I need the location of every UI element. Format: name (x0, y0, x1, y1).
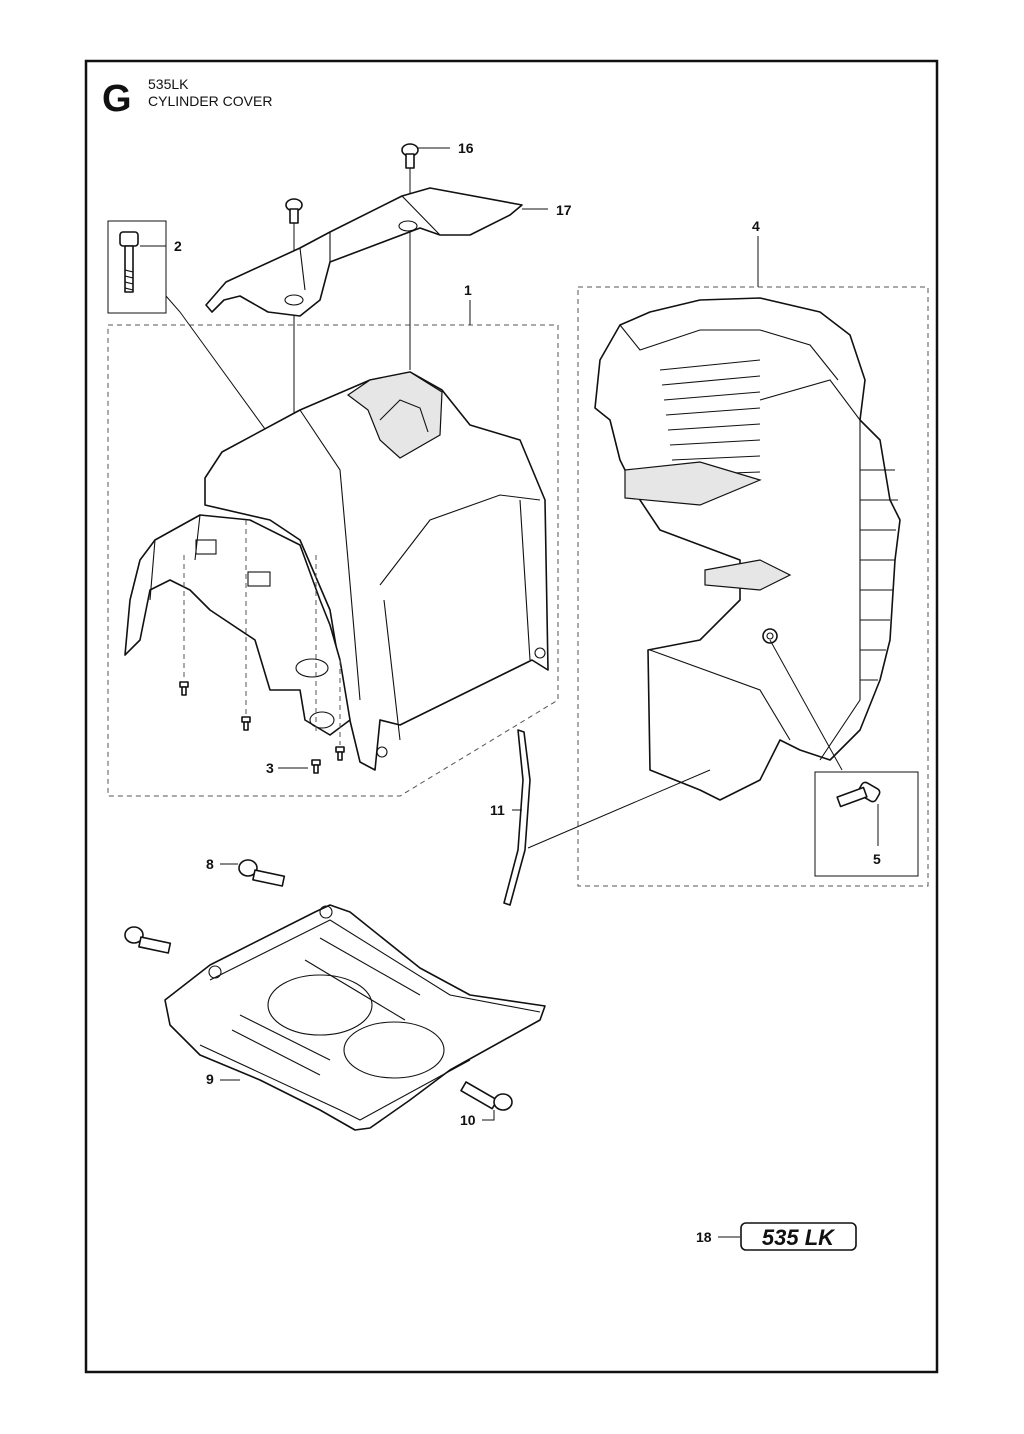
callout-1: 1 (464, 282, 472, 298)
screw-10 (460, 1081, 513, 1111)
callout-16: 16 (458, 140, 474, 156)
seal-strip-11 (503, 729, 531, 906)
leader-5-target (769, 639, 843, 771)
screw-5 (836, 781, 881, 808)
group-box-4 (577, 286, 929, 887)
callout-2: 2 (174, 238, 182, 254)
section-letter: G (102, 78, 132, 120)
diagram-title: CYLINDER COVER (148, 93, 272, 109)
item-5-box (814, 771, 919, 877)
leader-10 (482, 1110, 495, 1121)
screw-8 (238, 859, 286, 887)
decal-text: 535 LK (762, 1225, 836, 1250)
item-2-box (107, 220, 167, 314)
callout-8: 8 (206, 856, 214, 872)
cylinder-housing-4 (594, 297, 901, 801)
callout-18: 18 (696, 1229, 712, 1245)
callout-11: 11 (490, 802, 505, 818)
skid-plate-9 (164, 904, 546, 1131)
leader-11-target (527, 769, 711, 849)
model-name: 535LK (148, 76, 189, 92)
decal-badge (740, 1222, 857, 1251)
callout-17: 17 (556, 202, 572, 218)
callout-3: 3 (266, 760, 274, 776)
page-border (84, 59, 939, 1374)
callout-9: 9 (206, 1071, 214, 1087)
screw-17-left (285, 198, 303, 224)
screw-9-left (124, 926, 172, 954)
callout-10: 10 (460, 1112, 476, 1128)
screw-2 (119, 231, 139, 293)
top-cover-plate-17 (205, 187, 523, 317)
cylinder-cover-1 (124, 371, 549, 771)
leader-2-target (165, 295, 303, 481)
cover-screws (179, 520, 345, 774)
group-box-1 (107, 324, 559, 797)
callout-5: 5 (873, 851, 881, 867)
callout-4: 4 (752, 218, 760, 234)
screw-16 (401, 143, 419, 169)
